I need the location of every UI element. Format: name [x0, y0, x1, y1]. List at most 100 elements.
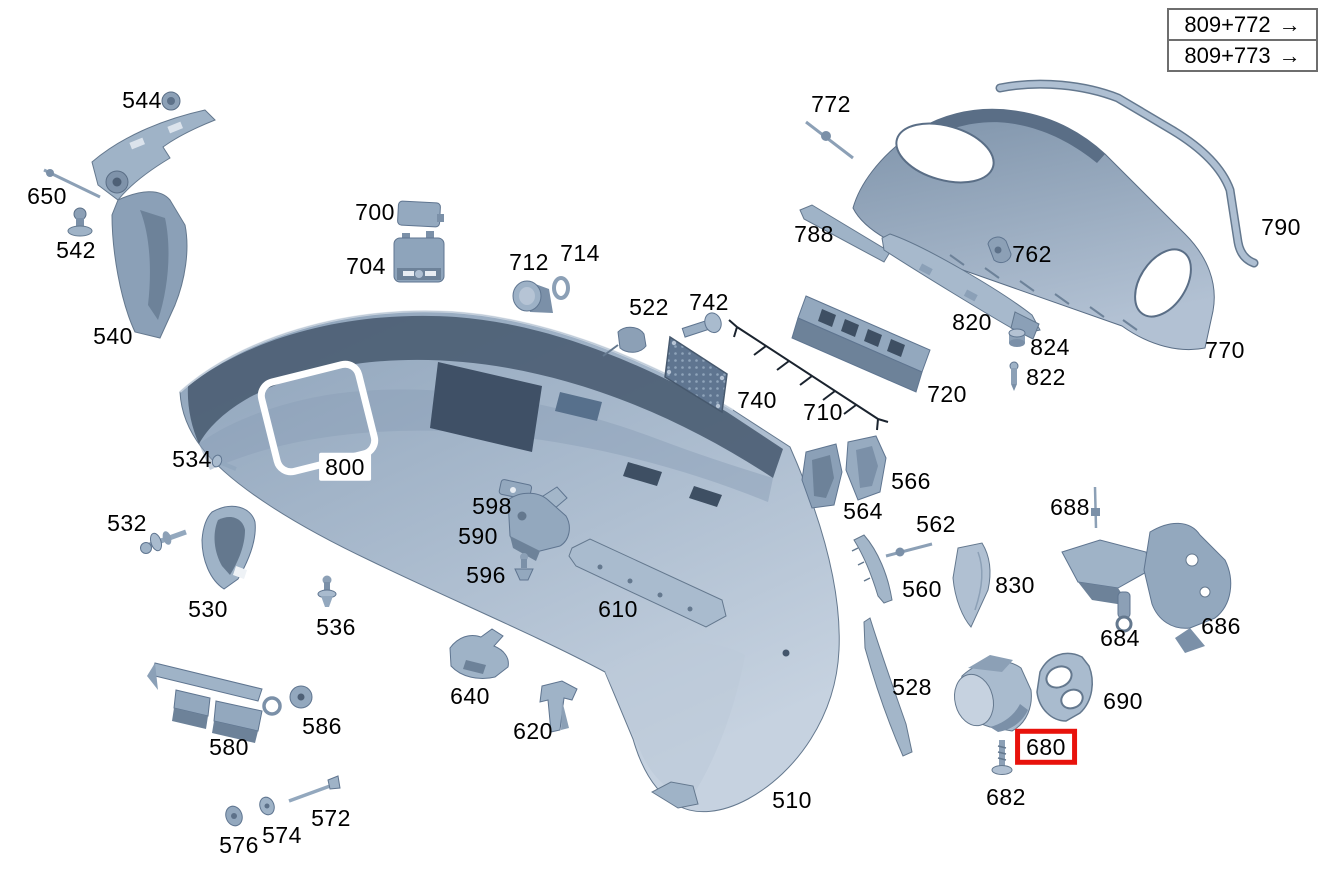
part-label-830[interactable]: 830 [995, 571, 1035, 598]
part-label-564[interactable]: 564 [843, 497, 883, 524]
reference-box-809+772[interactable]: 809+772→ [1167, 8, 1318, 41]
diffuser-770-drawing [852, 108, 1215, 351]
strip-788-drawing [799, 204, 891, 263]
part-label-522[interactable]: 522 [629, 293, 669, 320]
grommet-544-drawing [161, 91, 181, 111]
bracket-564-drawing [801, 443, 843, 509]
reference-box-label: 809+773 [1184, 42, 1271, 68]
part-label-688[interactable]: 688 [1050, 493, 1090, 520]
part-label-800[interactable]: 800 [319, 452, 371, 482]
part-label-580[interactable]: 580 [209, 733, 249, 760]
part-label-620[interactable]: 620 [513, 717, 553, 744]
part-label-544[interactable]: 544 [122, 86, 162, 113]
rivet-532-drawing [140, 529, 187, 554]
pin-572-drawing [288, 775, 341, 803]
part-label-562[interactable]: 562 [916, 510, 956, 537]
pushpin-542-drawing [67, 207, 93, 237]
part-label-640[interactable]: 640 [450, 682, 490, 709]
part-label-704[interactable]: 704 [346, 252, 386, 279]
side-bracket-540-drawing [91, 109, 216, 339]
harness-710-drawing [728, 319, 889, 431]
part-label-824[interactable]: 824 [1030, 333, 1070, 360]
cover-700-drawing [397, 200, 444, 228]
part-label-684[interactable]: 684 [1100, 624, 1140, 651]
bracket-620-drawing [539, 680, 578, 733]
hook-522-drawing [602, 326, 647, 357]
part-label-820[interactable]: 820 [952, 308, 992, 335]
part-label-534[interactable]: 534 [172, 445, 212, 472]
part-label-530[interactable]: 530 [188, 595, 228, 622]
part-label-542[interactable]: 542 [56, 236, 96, 263]
part-label-528[interactable]: 528 [892, 673, 932, 700]
part-label-610[interactable]: 610 [598, 595, 638, 622]
sensor-ring-714-drawing [552, 276, 570, 300]
part-label-560[interactable]: 560 [902, 575, 942, 602]
trim-strip-790-drawing [995, 79, 1259, 268]
rod-650-drawing [43, 168, 101, 199]
pushpin-596-drawing [514, 553, 534, 581]
part-label-742[interactable]: 742 [689, 288, 729, 315]
housing-704-drawing [393, 231, 445, 283]
part-label-576[interactable]: 576 [219, 831, 259, 858]
part-label-712[interactable]: 712 [509, 248, 549, 275]
part-label-686[interactable]: 686 [1201, 612, 1241, 639]
part-label-590[interactable]: 590 [458, 522, 498, 549]
exhaust-housing-680-drawing [954, 655, 1032, 732]
part-label-714[interactable]: 714 [560, 239, 600, 266]
screw-534-drawing [211, 454, 237, 471]
part-label-720[interactable]: 720 [927, 380, 967, 407]
part-label-770[interactable]: 770 [1205, 336, 1245, 363]
screw-682-drawing [991, 740, 1013, 775]
part-label-762[interactable]: 762 [1012, 240, 1052, 267]
part-label-772[interactable]: 772 [811, 90, 851, 117]
pin-772-drawing [805, 120, 854, 160]
part-label-596[interactable]: 596 [466, 561, 506, 588]
part-label-710[interactable]: 710 [803, 398, 843, 425]
skid-plate-610-drawing [568, 538, 727, 628]
part-label-682[interactable]: 682 [986, 783, 1026, 810]
impact-absorber-720-drawing [791, 295, 931, 393]
part-label-536[interactable]: 536 [316, 613, 356, 640]
part-label-822[interactable]: 822 [1026, 363, 1066, 390]
reference-box-809+773[interactable]: 809+773 → [1167, 39, 1318, 72]
washer-586-drawing [289, 685, 313, 709]
arrow-right-icon: → [1278, 42, 1301, 68]
part-label-690[interactable]: 690 [1103, 687, 1143, 714]
bracket-566-drawing [845, 435, 887, 501]
part-label-540[interactable]: 540 [93, 322, 133, 349]
parktronic-sensor-712-drawing [512, 280, 553, 313]
arrow-right-icon: → [1278, 11, 1301, 37]
part-label-740[interactable]: 740 [737, 386, 777, 413]
bolt-684-drawing [1115, 591, 1133, 633]
part-label-532[interactable]: 532 [107, 509, 147, 536]
part-label-586[interactable]: 586 [302, 712, 342, 739]
clip-762-drawing [987, 236, 1012, 264]
grommet-576-drawing [225, 805, 243, 827]
bezel-690-drawing [1036, 652, 1093, 722]
bolt-742-drawing [681, 312, 722, 338]
part-label-566[interactable]: 566 [891, 467, 931, 494]
carrier-580-drawing [147, 662, 282, 743]
part-label-510[interactable]: 510 [772, 786, 812, 813]
pushpin-536-drawing [317, 575, 337, 607]
rivet-562-drawing [885, 542, 933, 558]
part-label-650[interactable]: 650 [27, 182, 67, 209]
bumper-cover-drawing [179, 310, 840, 813]
strip-528-drawing [863, 617, 913, 757]
part-label-700[interactable]: 700 [355, 198, 395, 225]
part-label-680[interactable]: 680 [1015, 728, 1077, 766]
part-label-598[interactable]: 598 [472, 492, 512, 519]
part-label-790[interactable]: 790 [1261, 213, 1301, 240]
strip-560-drawing [851, 534, 893, 604]
reference-boxes: 809+772→809+773 → [1167, 8, 1318, 72]
part-label-788[interactable]: 788 [794, 220, 834, 247]
bracket-686-drawing [1061, 522, 1232, 653]
bumper-inner-details [430, 362, 790, 809]
washer-574-drawing [259, 796, 275, 816]
part-label-572[interactable]: 572 [311, 804, 351, 831]
corner-bracket-530-drawing [201, 505, 256, 590]
part-label-574[interactable]: 574 [262, 821, 302, 848]
rail-820-drawing [881, 233, 1041, 340]
